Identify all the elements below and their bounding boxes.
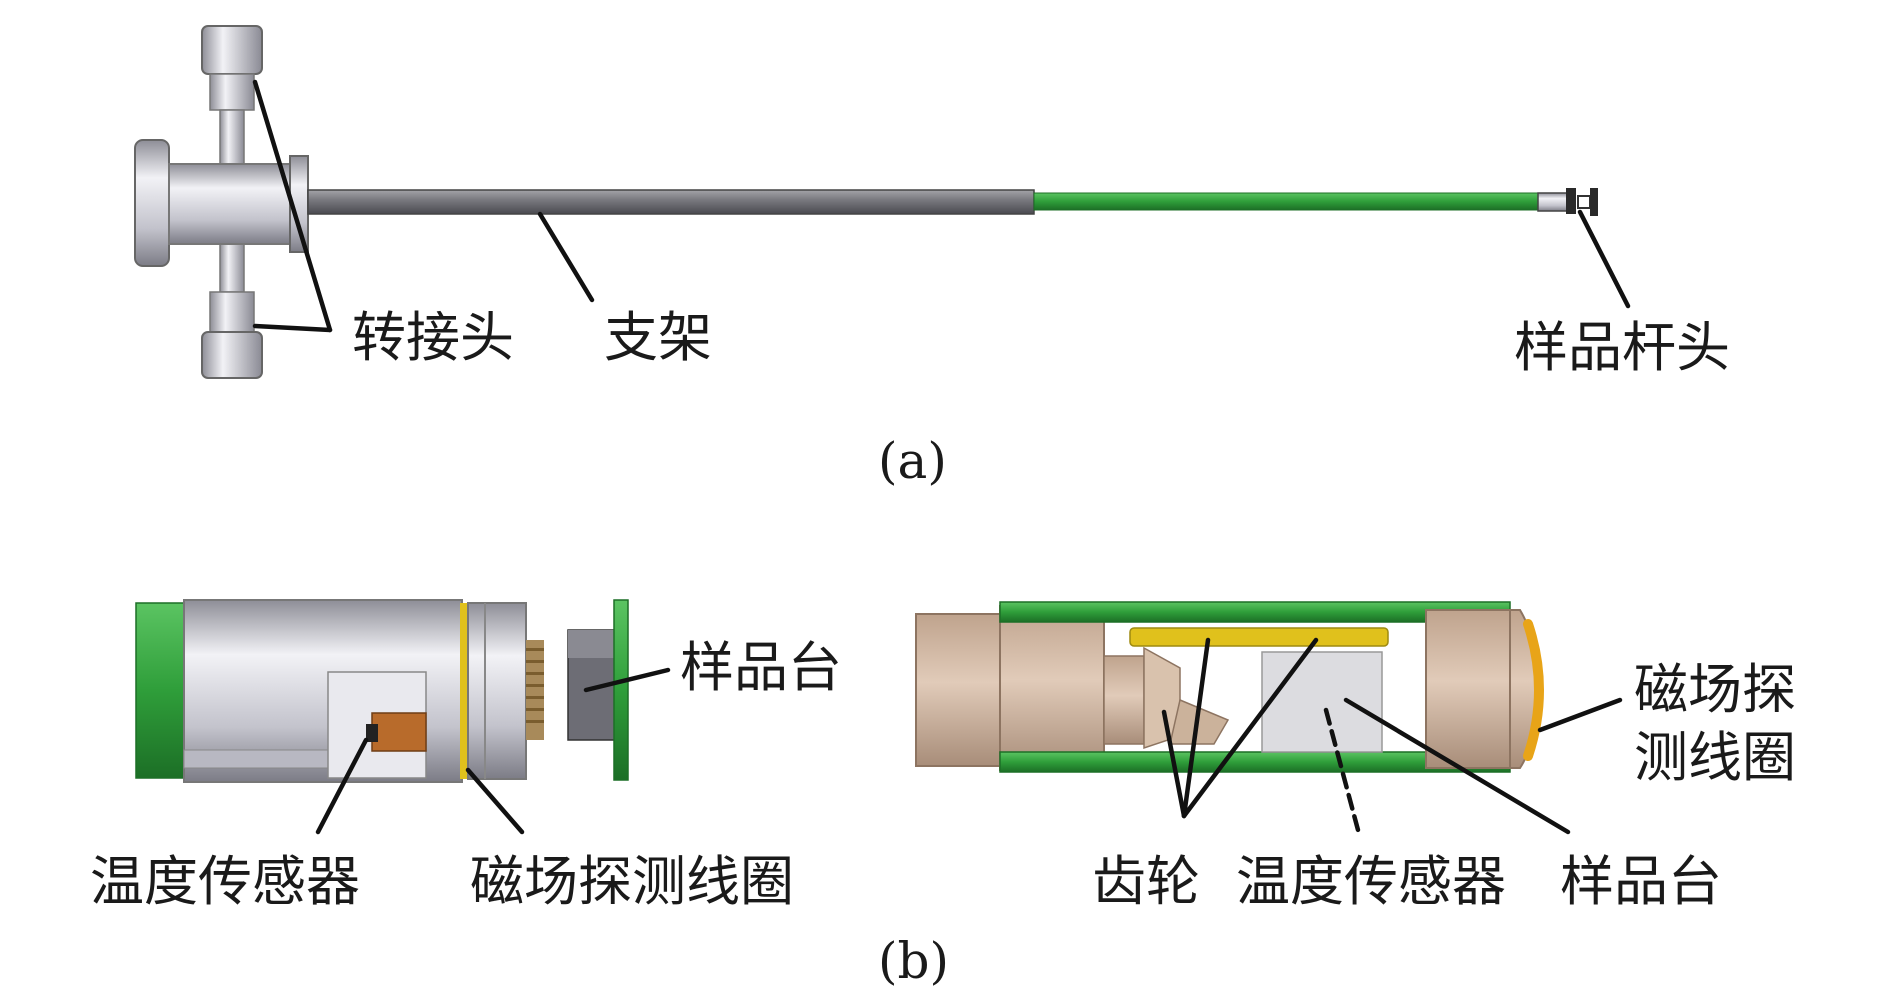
adapter-leader-bottom: [252, 323, 333, 333]
right-temp-sensor-leader: [1323, 707, 1361, 833]
left-temp-sensor-leader: [315, 737, 369, 835]
adapter-leader-top: [252, 79, 333, 333]
gear-label: 齿轮: [1092, 850, 1200, 913]
gear-leader-1: [1161, 709, 1187, 819]
rod-head-leader: [1577, 209, 1631, 309]
right-coil-label-line1: 磁场探: [1634, 658, 1796, 721]
adapter-label: 转接头: [352, 306, 514, 369]
right-coil-leader: [1537, 697, 1623, 733]
panel-a-drawing: [134, 25, 1598, 379]
right-sample-stage-label: 样品台: [1560, 850, 1722, 913]
right-sample-stage-leader: [1343, 697, 1571, 835]
left-sample-stage-label: 样品台: [680, 636, 842, 699]
bracket-leader: [537, 211, 595, 303]
panel-b-caption: (b): [878, 932, 949, 990]
gear-leader-3: [1181, 637, 1319, 819]
panel-b-left-drawing: [135, 599, 629, 783]
left-sample-stage-leader: [583, 667, 671, 693]
left-coil-label: 磁场探测线圈: [470, 850, 794, 913]
left-coil-leader: [465, 767, 525, 835]
right-coil-label-line2: 测线圈: [1634, 726, 1796, 789]
right-temp-sensor-label: 温度传感器: [1236, 850, 1506, 913]
panel-a-caption: (a): [878, 432, 947, 490]
bracket-label: 支架: [604, 306, 712, 369]
gear-leader-2: [1181, 637, 1211, 819]
left-temp-sensor-label: 温度传感器: [90, 850, 360, 913]
rod-head-label: 样品杆头: [1514, 316, 1730, 379]
panel-b-right-drawing: [915, 601, 1544, 773]
